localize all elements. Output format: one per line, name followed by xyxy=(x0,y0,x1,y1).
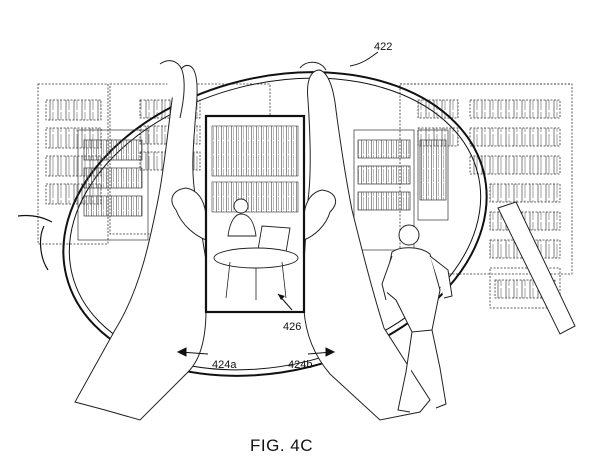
arrow-424b xyxy=(307,347,336,357)
slanted-plank xyxy=(497,201,576,335)
lens-hook xyxy=(17,214,53,271)
device-window xyxy=(204,114,306,314)
leader-422 xyxy=(349,51,379,67)
label-422: 422 xyxy=(374,41,393,53)
label-426: 426 xyxy=(283,321,302,333)
walking-person xyxy=(381,224,453,413)
hands xyxy=(74,60,431,421)
arrow-424a xyxy=(176,347,209,357)
inner-bookshelves xyxy=(77,129,449,251)
figure-caption: FIG. 4C xyxy=(250,436,314,455)
bookshelf-right xyxy=(399,83,573,309)
label-424a: 424a xyxy=(212,359,237,371)
label-424b: 424b xyxy=(288,359,313,371)
lens-outline xyxy=(62,71,488,377)
